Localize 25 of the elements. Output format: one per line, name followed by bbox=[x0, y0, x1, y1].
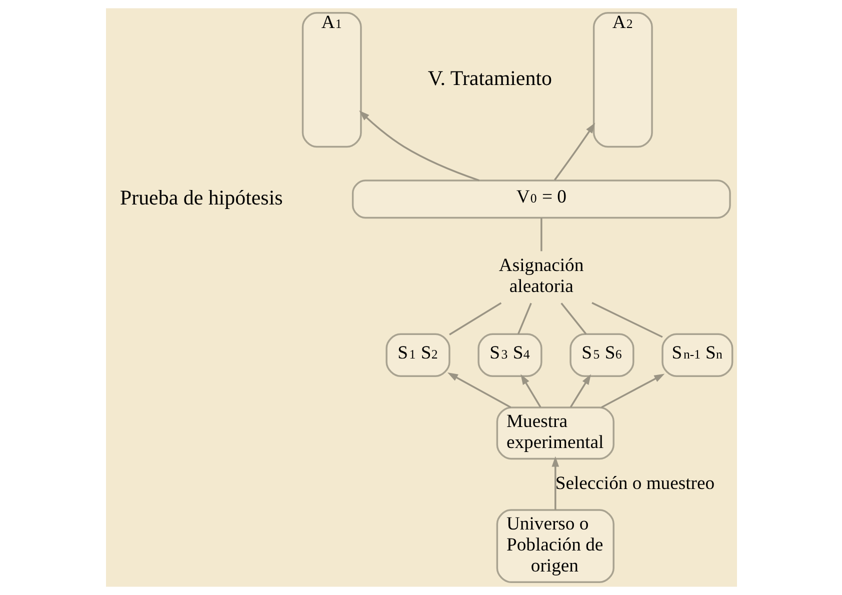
edge-label: Selección o muestreo bbox=[554, 472, 714, 494]
node-text: Asignación aleatoria bbox=[498, 255, 584, 298]
node-box: A1 bbox=[301, 12, 362, 148]
connector bbox=[560, 302, 586, 335]
node-box: S3 S4 bbox=[477, 333, 542, 377]
label: Prueba de hipótesis bbox=[119, 185, 282, 210]
node-box: S5 S6 bbox=[569, 333, 634, 377]
arrow bbox=[553, 122, 595, 181]
node-box: A2 bbox=[592, 12, 652, 148]
node-box: Universo o Población de origen bbox=[496, 509, 614, 584]
connector bbox=[448, 302, 502, 336]
node-box: Muestra experimental bbox=[496, 406, 614, 460]
arrow bbox=[446, 372, 511, 408]
connector bbox=[540, 218, 542, 252]
arrow bbox=[358, 110, 480, 182]
node-box: V0 = 0 bbox=[351, 180, 730, 219]
connector bbox=[591, 302, 662, 338]
arrow bbox=[520, 374, 541, 408]
node-box: Sn-1 Sn bbox=[661, 333, 733, 377]
node-box: S1 S2 bbox=[385, 333, 450, 377]
arrow bbox=[569, 374, 591, 408]
arrow bbox=[551, 456, 559, 510]
connector bbox=[516, 302, 532, 334]
arrow bbox=[600, 374, 664, 408]
label: V. Tratamiento bbox=[427, 66, 552, 90]
